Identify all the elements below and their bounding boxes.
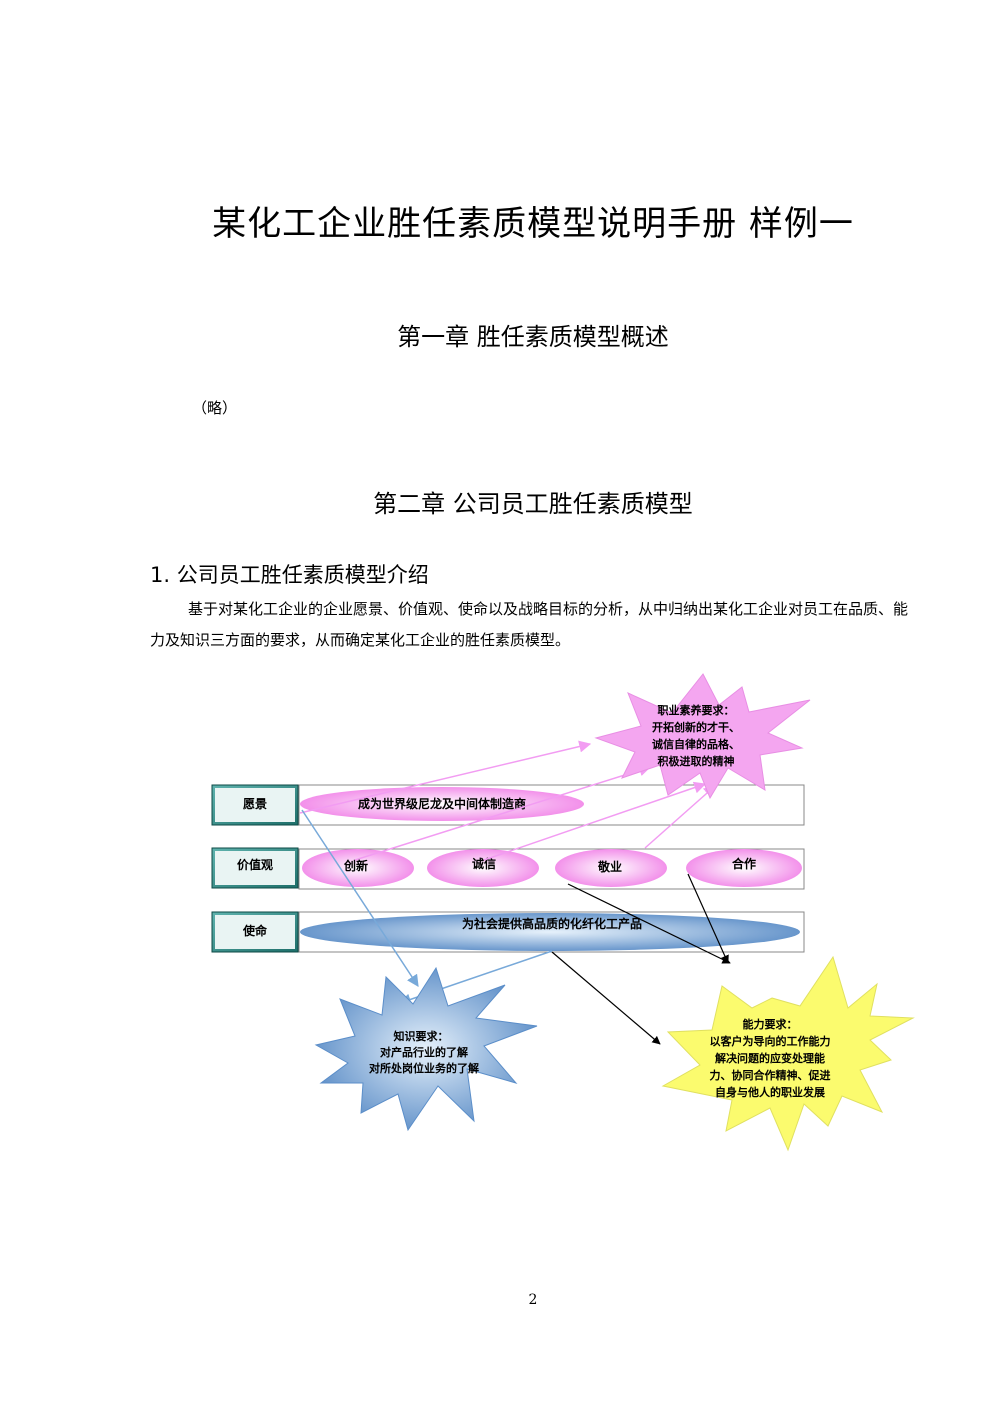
arrow-vision-to-professional bbox=[299, 740, 592, 814]
mission-content: 为社会提供高品质的化纤化工产品 bbox=[462, 916, 642, 931]
section-1-paragraph: 基于对某化工企业的企业愿景、价值观、使命以及战略目标的分析，从中归纳出某化工企业… bbox=[150, 600, 909, 649]
value-ellipse-dedication bbox=[555, 849, 667, 887]
knowledge-line-2: 对所处岗位业务的了解 bbox=[369, 1061, 479, 1075]
value-innovation: 创新 bbox=[343, 858, 368, 873]
vision-label-inner bbox=[215, 788, 295, 822]
document-title: 某化工企业胜任素质模型说明手册 样例一 bbox=[212, 204, 854, 244]
value-cooperation: 合作 bbox=[732, 856, 756, 871]
arrow-dedication-to-ability bbox=[567, 883, 731, 964]
mission-label-inner bbox=[215, 915, 295, 949]
professional-line-1: 开拓创新的才干、 bbox=[652, 720, 740, 734]
ability-line-2: 解决问题的应变处理能 bbox=[715, 1051, 825, 1065]
values-label: 价值观 bbox=[237, 857, 273, 872]
vision-content: 成为世界级尼龙及中间体制造商 bbox=[358, 796, 526, 811]
arrow-cooperation-to-ability bbox=[687, 873, 729, 964]
chapter-1-body: （略） bbox=[192, 399, 238, 417]
chapter-1-heading: 第一章 胜任素质模型概述 bbox=[397, 323, 669, 351]
arrow-mission-to-ability bbox=[551, 951, 661, 1045]
arrow-dedication-to-professional bbox=[644, 785, 716, 849]
page-number: 2 bbox=[528, 1292, 538, 1308]
ability-requirement-star bbox=[661, 955, 915, 1152]
section-1-heading: 1. 公司员工胜任素质模型介绍 bbox=[150, 563, 429, 587]
professional-line-3: 积极进取的精神 bbox=[658, 754, 735, 768]
value-ellipse-innovation bbox=[302, 849, 414, 887]
arrow-integrity-to-professional bbox=[483, 781, 707, 861]
ability-line-1: 以客户为导向的工作能力 bbox=[710, 1034, 831, 1048]
vision-label: 愿景 bbox=[243, 797, 267, 811]
professional-line-2: 诚信自律的品格、 bbox=[652, 737, 740, 751]
ability-line-3: 力、协同合作精神、促进 bbox=[710, 1068, 831, 1082]
professional-requirement-star bbox=[594, 673, 811, 800]
chapter-2-heading: 第二章 公司员工胜任素质模型 bbox=[373, 490, 693, 518]
value-dedication: 敬业 bbox=[597, 859, 622, 874]
ability-title: 能力要求： bbox=[743, 1017, 798, 1031]
knowledge-line-1: 对产品行业的了解 bbox=[380, 1045, 468, 1059]
values-label-inner bbox=[215, 851, 295, 885]
value-integrity: 诚信 bbox=[472, 856, 496, 871]
ability-line-4: 自身与他人的职业发展 bbox=[715, 1085, 826, 1099]
professional-title: 职业素养要求： bbox=[658, 703, 735, 717]
mission-ellipse bbox=[300, 913, 800, 951]
knowledge-requirement-star bbox=[314, 966, 538, 1132]
value-ellipse-integrity bbox=[427, 849, 539, 887]
mission-label: 使命 bbox=[242, 923, 268, 938]
arrow-vision-to-knowledge bbox=[301, 809, 419, 988]
arrow-innovation-to-professional bbox=[354, 764, 652, 861]
value-ellipse-cooperation bbox=[686, 849, 802, 887]
knowledge-title: 知识要求： bbox=[393, 1029, 449, 1043]
